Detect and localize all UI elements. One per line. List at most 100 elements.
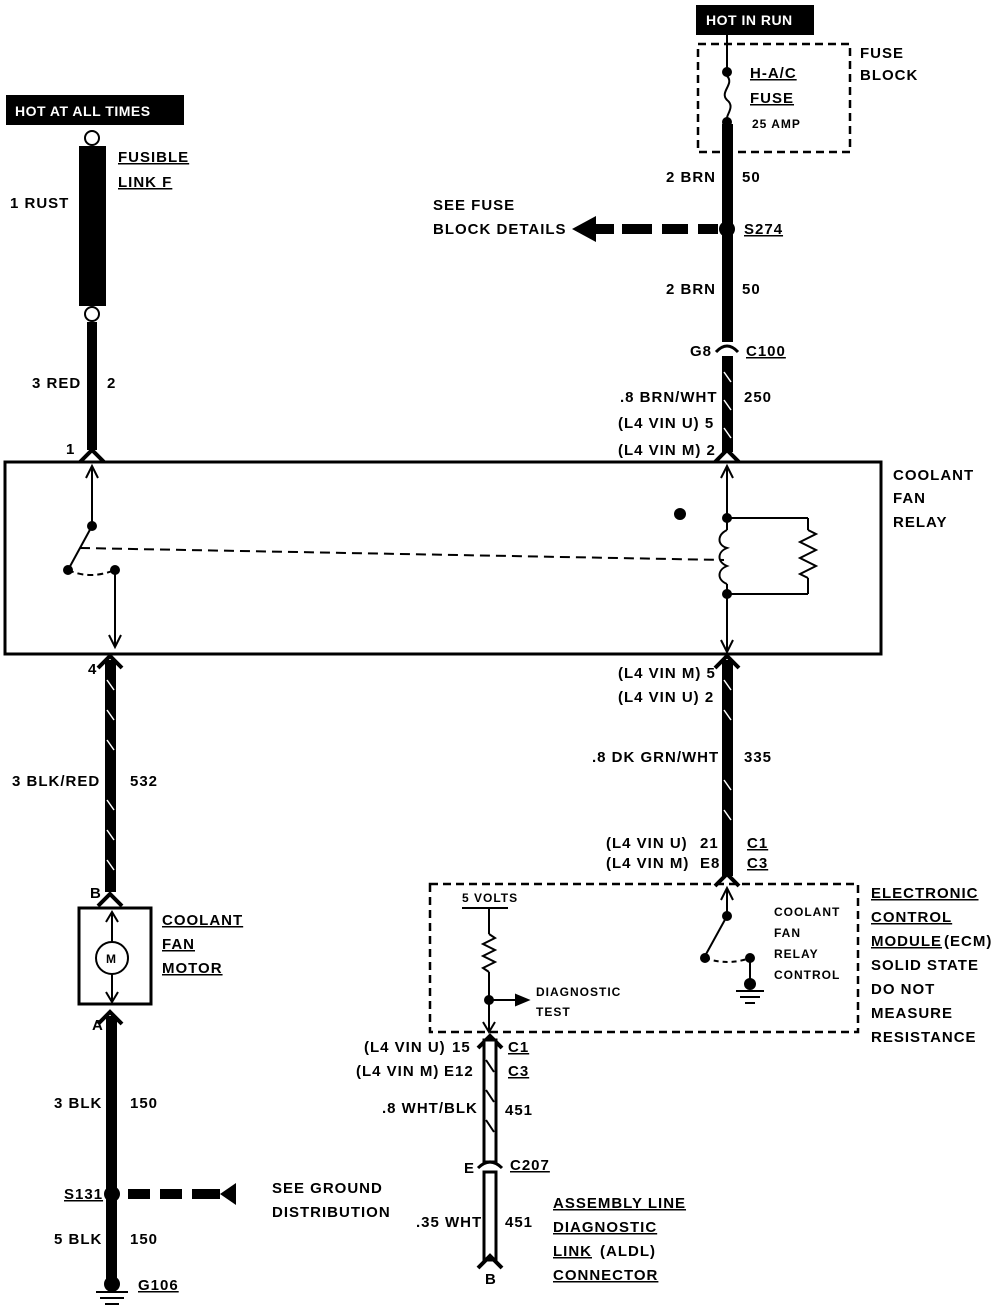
pin-1: 1 xyxy=(66,441,75,458)
aldl-w2-circuit: 451 xyxy=(505,1214,533,1231)
c100-pin: G8 xyxy=(690,343,712,360)
rw3-gauge: .8 BRN/WHT xyxy=(620,389,718,406)
ecm-ground-icon xyxy=(736,978,764,1004)
aldl-label-4: CONNECTOR xyxy=(553,1267,658,1284)
w3-circuit: 150 xyxy=(130,1095,158,1112)
hot-at-all-times-header: HOT AT ALL TIMES xyxy=(6,95,184,125)
hot-in-run-header: HOT IN RUN xyxy=(696,5,814,35)
fuse-name-1: H-A/C xyxy=(750,65,797,82)
aldl-out-u-pin: 15 xyxy=(452,1039,471,1056)
rw2-circuit: 50 xyxy=(742,281,761,298)
connector-aldl-b xyxy=(476,1253,504,1270)
relay-switch xyxy=(63,463,725,650)
fusible-label-2: LINK F xyxy=(118,174,172,191)
ecm-label-2: CONTROL xyxy=(871,909,952,926)
w4-gauge: 5 BLK xyxy=(54,1231,102,1248)
connector-relay-in xyxy=(713,447,741,464)
ground-ref-arrow xyxy=(128,1183,236,1205)
wire-8-dk-grn-wht xyxy=(722,660,733,876)
ecm-label-4: SOLID STATE xyxy=(871,957,979,974)
w3-gauge: 3 BLK xyxy=(54,1095,102,1112)
relay-in-m: (L4 VIN M) 2 xyxy=(618,442,716,459)
relay-dot xyxy=(674,508,686,520)
aldl-out-m: (L4 VIN M) xyxy=(356,1063,439,1080)
ecm-label-6: MEASURE xyxy=(871,1005,953,1022)
motor-label-2: FAN xyxy=(162,936,195,953)
connector-pin-1 xyxy=(78,447,106,464)
aldl-out-m-pin: E12 xyxy=(444,1063,474,1080)
coolant-fan-motor-box xyxy=(77,906,153,1006)
aldl-pin-b: B xyxy=(485,1271,497,1288)
fuse-rating: 25 AMP xyxy=(752,117,801,131)
ecm-in-u: (L4 VIN U) xyxy=(606,835,688,852)
w2-circuit: 532 xyxy=(130,773,158,790)
aldl-out-u-conn: C1 xyxy=(508,1039,529,1056)
motor-label-1: COOLANT xyxy=(162,912,243,929)
connector-pin-b xyxy=(96,891,124,908)
ecm-in-u-conn: C1 xyxy=(747,835,768,852)
relay-label-3: RELAY xyxy=(893,514,947,531)
ecm-in-m: (L4 VIN M) xyxy=(606,855,689,872)
ecm-diag-2: TEST xyxy=(536,1005,571,1019)
rw3-circuit: 250 xyxy=(744,389,772,406)
w2-gauge: 3 BLK/RED xyxy=(12,773,100,790)
fuse-ref-1: SEE FUSE xyxy=(433,197,515,214)
wire-35-wht xyxy=(482,1170,498,1262)
w4-circuit: 150 xyxy=(130,1231,158,1248)
fuse-icon xyxy=(722,35,732,127)
aldl-label-1: ASSEMBLY LINE xyxy=(553,1195,686,1212)
fuse-block-label-2: BLOCK xyxy=(860,67,918,84)
ecm-ctrl-4: CONTROL xyxy=(774,968,840,982)
aldl-label-3: LINK xyxy=(553,1243,592,1260)
ecm-5-volts: 5 VOLTS xyxy=(462,891,518,905)
motor-label-3: MOTOR xyxy=(162,960,223,977)
ecm-ctrl-1: COOLANT xyxy=(774,905,840,919)
ecm-ctrl-2: FAN xyxy=(774,926,801,940)
rw1-gauge: 2 BRN xyxy=(666,169,716,186)
relay-label-1: COOLANT xyxy=(893,467,974,484)
w1-circuit: 2 xyxy=(107,375,116,392)
c207-pin: E xyxy=(464,1160,475,1177)
wire-stripes-532 xyxy=(106,679,115,871)
ground-ref-2: DISTRIBUTION xyxy=(272,1204,391,1221)
ecm-label-3b: (ECM) xyxy=(944,933,992,950)
connector-ecm-out xyxy=(476,1033,504,1050)
pin-b-motor: B xyxy=(90,885,102,902)
fusible-link-f xyxy=(79,130,106,322)
fuse-block-label-1: FUSE xyxy=(860,45,904,62)
aldl-label-3b: (ALDL) xyxy=(600,1243,656,1260)
fuse-name-2: FUSE xyxy=(750,90,794,107)
aldl-w1-gauge: .8 WHT/BLK xyxy=(382,1100,478,1117)
aldl-label-2: DIAGNOSTIC xyxy=(553,1219,657,1236)
ground-g106-label: G106 xyxy=(138,1277,179,1294)
connector-pin-4 xyxy=(96,653,124,670)
ecm-pullup-resistor xyxy=(462,907,531,1034)
c100-label: C100 xyxy=(746,343,786,360)
relay-in-u: (L4 VIN U) 5 xyxy=(618,415,714,432)
splice-s131-label: S131 xyxy=(64,1186,103,1203)
aldl-out-m-conn: C3 xyxy=(508,1063,529,1080)
rw1-circuit: 50 xyxy=(742,169,761,186)
relay-label-2: FAN xyxy=(893,490,926,507)
aldl-w2-gauge: .35 WHT xyxy=(416,1214,482,1231)
fusible-label-1: FUSIBLE xyxy=(118,149,189,166)
ecm-box xyxy=(428,882,860,1034)
connector-relay-out xyxy=(713,653,741,670)
fusible-wire-label: 1 RUST xyxy=(10,195,69,212)
fuse-ref-arrow xyxy=(572,216,718,242)
svg-text:HOT IN RUN: HOT IN RUN xyxy=(706,12,793,28)
ecm-diag-1: DIAGNOSTIC xyxy=(536,985,621,999)
wire-3-blk xyxy=(106,1016,117,1282)
w1-gauge: 3 RED xyxy=(32,375,81,392)
pin-a: A xyxy=(92,1017,104,1034)
splice-s274-label: S274 xyxy=(744,221,783,238)
ecm-label-1: ELECTRONIC xyxy=(871,885,979,902)
fuse-ref-2: BLOCK DETAILS xyxy=(433,221,567,238)
ground-ref-1: SEE GROUND xyxy=(272,1180,383,1197)
relay-out-u: (L4 VIN U) 2 xyxy=(618,689,714,706)
splice-s131 xyxy=(104,1186,120,1202)
svg-text:HOT AT ALL TIMES: HOT AT ALL TIMES xyxy=(15,103,151,119)
pin-4: 4 xyxy=(88,661,97,678)
rw4-circuit: 335 xyxy=(744,749,772,766)
